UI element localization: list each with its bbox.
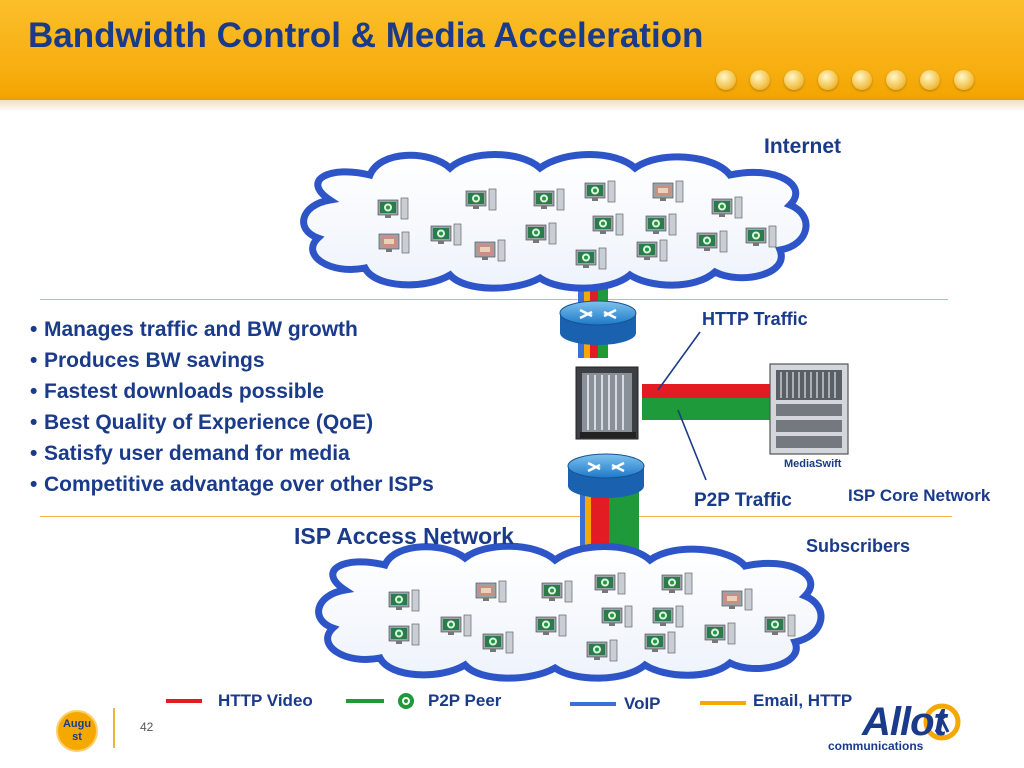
divider-line <box>40 299 948 300</box>
internet-label: Internet <box>764 135 842 158</box>
http-traffic-label: HTTP Traffic <box>702 309 808 329</box>
legend-swatch-http-video <box>166 699 202 703</box>
decor-dot-icon <box>818 70 838 90</box>
bullet-dot: • <box>30 318 38 341</box>
internet-cloud <box>300 151 810 292</box>
bullet-text: Satisfy user demand for media <box>44 442 350 465</box>
isp-core-label: ISP Core Network <box>848 486 991 505</box>
bullet-text: Fastest downloads possible <box>44 380 325 403</box>
legend-label-p2p-peer: P2P Peer <box>428 691 502 710</box>
decor-dot-icon <box>716 70 736 90</box>
allot-logo-icon <box>923 703 961 741</box>
divider-line <box>40 516 952 517</box>
bullet-dot: • <box>30 349 38 372</box>
legend-swatch-voip <box>570 702 616 706</box>
legend-label-email-http: Email, HTTP <box>753 691 853 710</box>
p2p-peer-icon <box>398 693 414 709</box>
http-pointer-line <box>657 331 701 391</box>
bullet-item: • Competitive advantage over other ISPs <box>30 469 434 500</box>
legend-swatch-email-http <box>700 701 746 705</box>
bullet-dot: • <box>30 442 38 465</box>
mediaswift-server <box>769 363 849 455</box>
bullet-item: • Satisfy user demand for media <box>30 438 434 469</box>
decor-dot-icon <box>886 70 906 90</box>
router-icon <box>559 300 637 345</box>
decor-dot-icon <box>852 70 872 90</box>
decor-dot-icon <box>954 70 974 90</box>
decor-dot-icon <box>784 70 804 90</box>
bullet-dot: • <box>30 411 38 434</box>
page-title: Bandwidth Control & Media Acceleration <box>28 16 704 55</box>
company-logo-text: Allot <box>862 700 947 744</box>
page-number: 42 <box>140 720 154 734</box>
bullet-item: • Best Quality of Experience (QoE) <box>30 407 434 438</box>
date-text: August <box>62 718 92 743</box>
subscribers-label: Subscribers <box>806 536 911 556</box>
legend-label-voip: VoIP <box>624 694 661 713</box>
bullet-text: Manages traffic and BW growth <box>44 318 358 341</box>
bullet-text: Produces BW savings <box>44 349 265 372</box>
p2p-traffic-label: P2P Traffic <box>694 490 792 511</box>
bullet-item: • Produces BW savings <box>30 345 434 376</box>
decor-dot-icon <box>750 70 770 90</box>
bullet-text: Competitive advantage over other ISPs <box>44 473 434 496</box>
company-logo-subtext: communications <box>828 739 924 753</box>
date-badge <box>56 710 98 752</box>
legend-swatch-p2p-peer <box>346 699 384 703</box>
bullet-item: • Manages traffic and BW growth <box>30 314 434 345</box>
subscribers-cloud <box>315 542 825 682</box>
bullet-text: Best Quality of Experience (QoE) <box>44 411 374 434</box>
decor-dot-icon <box>920 70 940 90</box>
isp-access-label: ISP Access Network <box>294 523 514 549</box>
p2p-pointer-line <box>677 409 707 481</box>
bullet-item: • Fastest downloads possible <box>30 376 434 407</box>
bullet-dot: • <box>30 473 38 496</box>
bullet-list: • Manages traffic and BW growth • Produces… <box>30 314 434 500</box>
router-icon <box>567 453 645 498</box>
header-shadow <box>0 98 1024 112</box>
http-traffic-bar <box>642 384 770 398</box>
legend-label-http-video: HTTP Video <box>218 691 313 710</box>
bullet-dot: • <box>30 380 38 403</box>
traffic-pipe-top <box>578 282 608 358</box>
traffic-manager-chassis <box>575 366 639 440</box>
mediaswift-label: MediaSwift <box>784 458 842 470</box>
p2p-traffic-bar <box>642 398 770 420</box>
